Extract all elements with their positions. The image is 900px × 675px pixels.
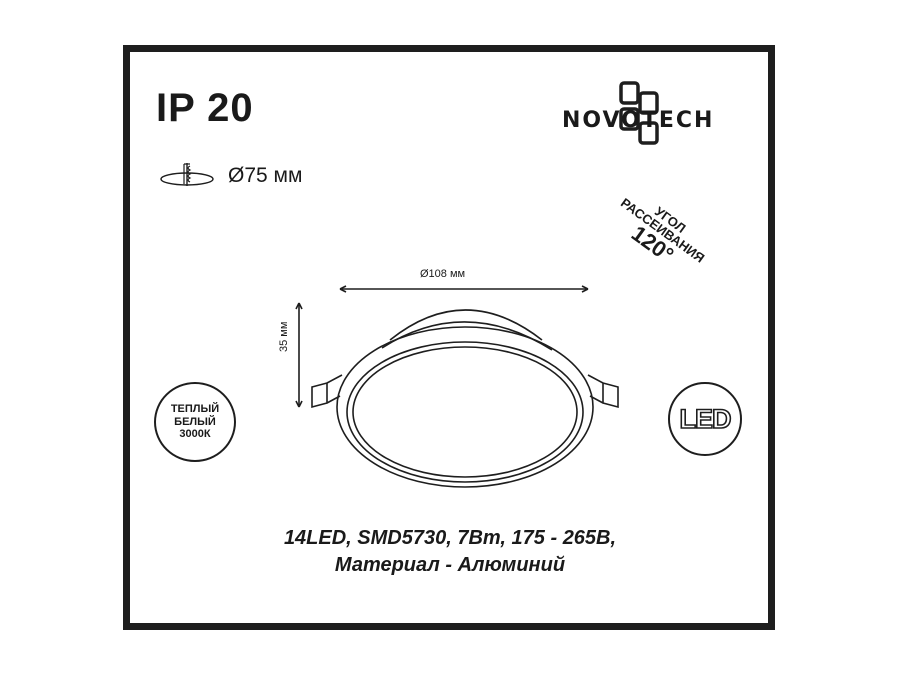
color-temp-line2: БЕЛЫЙ: [174, 415, 216, 428]
color-temp-line1: ТЕПЛЫЙ: [170, 403, 220, 416]
specs-line1: 14LED, SMD5730, 7Вт, 175 - 265В,: [283, 527, 617, 549]
downlight-drawing-icon: [295, 285, 619, 488]
color-temperature-badge: ТЕПЛЫЙ БЕЛЫЙ 3000К: [154, 382, 236, 462]
specifications: 14LED, SMD5730, 7Вт, 175 - 265В, Материа…: [200, 525, 700, 579]
specs-line2: Материал - Алюминий: [334, 554, 566, 576]
ceiling-cutout-icon: [160, 163, 214, 186]
cutout-diameter: Ø75 мм: [228, 164, 303, 187]
ip-rating: IP 20: [156, 86, 254, 130]
color-temp-line3: 3000К: [179, 428, 211, 441]
spec-sheet-frame: [123, 45, 775, 630]
novotech-logo-icon: [619, 81, 659, 145]
diameter-dimension: Ø108 мм: [420, 268, 466, 280]
led-badge: LED: [668, 382, 742, 456]
brand-name: NOVOTECH: [562, 108, 715, 133]
